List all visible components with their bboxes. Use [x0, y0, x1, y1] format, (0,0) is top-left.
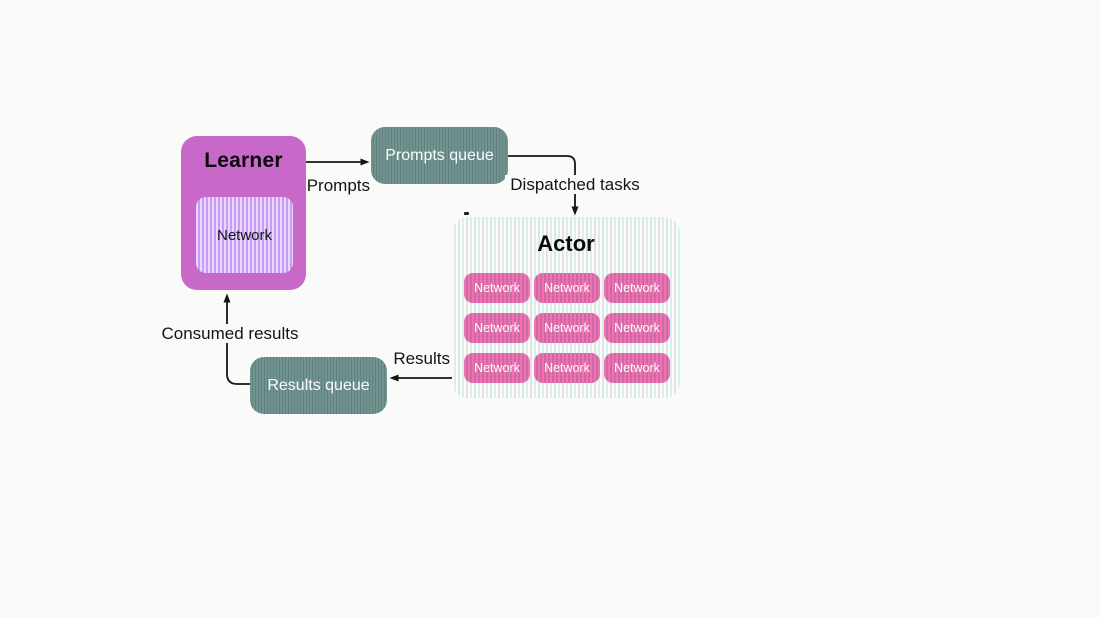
edge-dispatched-arrow	[507, 155, 579, 216]
actor-network-chip: Network	[604, 313, 670, 343]
actor-network-chip: Network	[534, 313, 600, 343]
actor-network-chip: Network	[534, 353, 600, 383]
actor-title: Actor	[537, 231, 595, 256]
actor-network-chip: Network	[534, 273, 600, 303]
edge-label-results: Results	[393, 349, 450, 368]
results-queue-node: Results queue	[250, 357, 387, 414]
edge-label-prompts: Prompts	[306, 176, 370, 195]
actor-network-chip: Network	[464, 273, 530, 303]
edge-label-consumed-results: Consumed results	[155, 324, 305, 343]
actor-network-chip: Network	[464, 353, 530, 383]
edge-consumed-arrow	[223, 293, 250, 385]
edge-label-dispatched-tasks: Dispatched tasks	[505, 175, 645, 194]
actor-network-chip: Network	[604, 353, 670, 383]
actor-network-chip: Network	[464, 313, 530, 343]
learner-network-label: Network	[216, 226, 272, 244]
actor-network-chip: Network	[604, 273, 670, 303]
learner-network-box: Network	[196, 197, 293, 273]
actor-network-grid: Network Network Network Network Network …	[464, 273, 672, 383]
learner-title: Learner	[204, 149, 283, 172]
results-queue-label: Results queue	[267, 376, 370, 394]
prompts-queue-label: Prompts queue	[385, 146, 494, 164]
artifact-dash	[464, 212, 469, 215]
prompts-queue-node: Prompts queue	[371, 127, 508, 184]
